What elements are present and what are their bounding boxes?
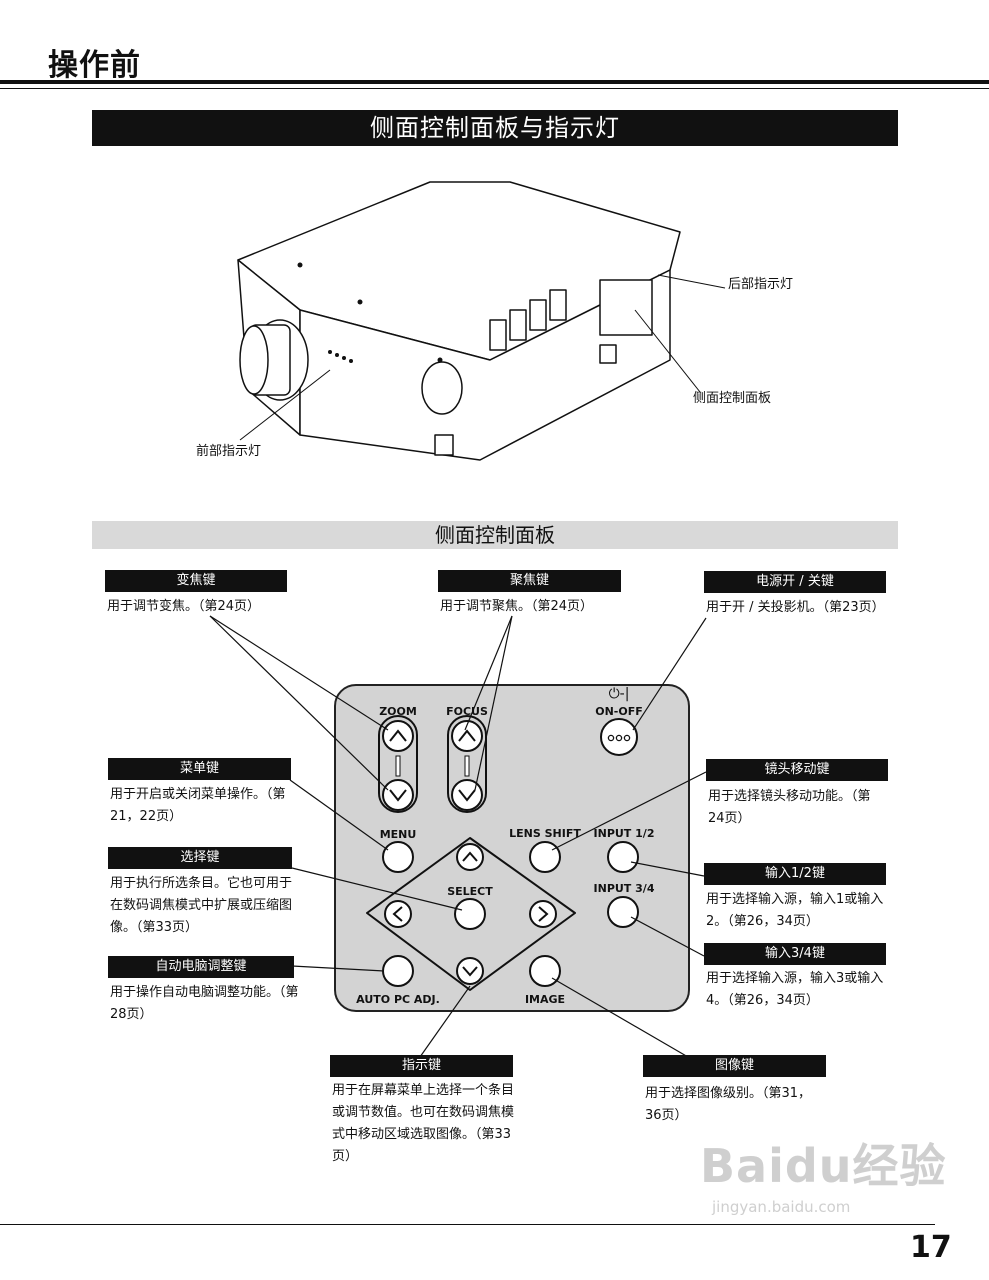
zoom-down-button (382, 779, 414, 811)
pointer-key-desc: 用于在屏幕菜单上选择一个条目或调节数值。也可在数码调焦模式中移动区域选取图像。（… (332, 1083, 515, 1164)
projector-illustration (237, 181, 726, 461)
lens-shift-label: LENS SHIFT (509, 827, 581, 840)
side-panel-label: 侧面控制面板 (693, 391, 772, 406)
watermark-logo: Baidu经验 (700, 1139, 947, 1193)
menu-button (382, 841, 414, 873)
image-key-title: 图像键 (643, 1055, 826, 1077)
pointer-down-icon (462, 966, 478, 977)
input-3-4-key-title: 输入3/4键 (704, 943, 886, 965)
pointer-right-button (529, 900, 557, 928)
focus-up-icon (458, 729, 476, 742)
focus-down-button (451, 779, 483, 811)
auto-pc-key-title: 自动电脑调整键 (108, 956, 294, 978)
image-label: IMAGE (524, 993, 566, 1006)
projector-side (299, 269, 671, 461)
focus-up-button (451, 720, 483, 752)
input-3-4-label: INPUT 3/4 (593, 882, 655, 895)
power-key-title: 电源开 / 关键 (704, 571, 886, 593)
leader-side-panel (634, 309, 701, 393)
pointer-up-icon (462, 851, 478, 862)
focus-key-title: 聚焦键 (438, 570, 621, 592)
select-key-title: 选择键 (108, 847, 292, 869)
side-panel-area (599, 279, 653, 336)
on-off-dots-icon (607, 734, 631, 742)
leader-front-indicator (239, 369, 331, 441)
pointer-left-button (384, 900, 412, 928)
front-indicator-label: 前部指示灯 (196, 444, 262, 459)
input-1-2-button (607, 841, 639, 873)
focus-dial (421, 361, 463, 415)
input-1-2-key-desc: 用于选择输入源，输入1或输入2。（第26，34页） (706, 892, 884, 929)
lens-shift-key-desc: 用于选择镜头移动功能。（第24页） (708, 789, 871, 826)
select-button (454, 898, 486, 930)
on-off-button (600, 718, 638, 756)
image-key-desc: 用于选择图像级别。（第31，36页） (645, 1086, 812, 1123)
lens-shift-key-title: 镜头移动键 (706, 759, 888, 781)
pointer-down-button (456, 957, 484, 985)
zoom-up-button (382, 720, 414, 752)
rear-indicator-label: 后部指示灯 (728, 277, 794, 292)
input-1-2-key-title: 输入1/2键 (704, 863, 886, 885)
pointer-left-icon (392, 906, 403, 922)
image-button (529, 955, 561, 987)
page-header-title: 操作前 (48, 48, 141, 83)
pointer-right-icon (538, 906, 549, 922)
auto-pc-key-desc: 用于操作自动电脑调整功能。（第28页） (110, 985, 299, 1022)
on-off-label: ON-OFF (595, 705, 643, 718)
page-number: 17 (910, 1230, 952, 1265)
auto-pc-adj-button (382, 955, 414, 987)
pointer-key-title: 指示键 (330, 1055, 513, 1077)
focus-label: FOCUS (446, 705, 488, 718)
select-label: SELECT (447, 885, 493, 898)
zoom-up-icon (389, 729, 407, 742)
section-title-bar: 侧面控制面板与指示灯 (92, 110, 898, 146)
power-key-desc: 用于开 / 关投影机。（第23页） (706, 600, 885, 615)
zoom-down-icon (389, 789, 407, 802)
power-symbol-icon: ⏻-| (608, 686, 630, 702)
input-1-2-label: INPUT 1/2 (593, 827, 655, 840)
lens-shift-button (529, 841, 561, 873)
menu-key-desc: 用于开启或关闭菜单操作。（第21，22页） (110, 787, 286, 824)
pointer-up-button (456, 843, 484, 871)
zoom-key-title: 变焦键 (105, 570, 287, 592)
auto-pc-adj-label: AUTO PC ADJ. (356, 993, 440, 1006)
header-rule-thin (0, 88, 989, 89)
input-3-4-key-desc: 用于选择输入源，输入3或输入4。（第26，34页） (706, 971, 884, 1008)
focus-key-desc: 用于调节聚焦。（第24页） (440, 599, 594, 614)
select-key-desc: 用于执行所选条目。它也可用于在数码调焦模式中扩展或压缩图像。（第33页） (110, 876, 293, 935)
header-rule-thick (0, 80, 989, 84)
menu-key-title: 菜单键 (108, 758, 291, 780)
focus-down-icon (458, 789, 476, 802)
lens-front (239, 325, 269, 395)
zoom-label: ZOOM (379, 705, 417, 718)
footer-rule (0, 1224, 935, 1225)
leader-lines (209, 615, 707, 1058)
input-3-4-button (607, 896, 639, 928)
zoom-key-desc: 用于调节变焦。（第24页） (107, 599, 261, 614)
leader-rear-indicator (657, 274, 726, 289)
subsection-title-bar: 侧面控制面板 (92, 521, 898, 549)
menu-label: MENU (379, 828, 417, 841)
watermark-url: jingyan.baidu.com (712, 1198, 851, 1216)
